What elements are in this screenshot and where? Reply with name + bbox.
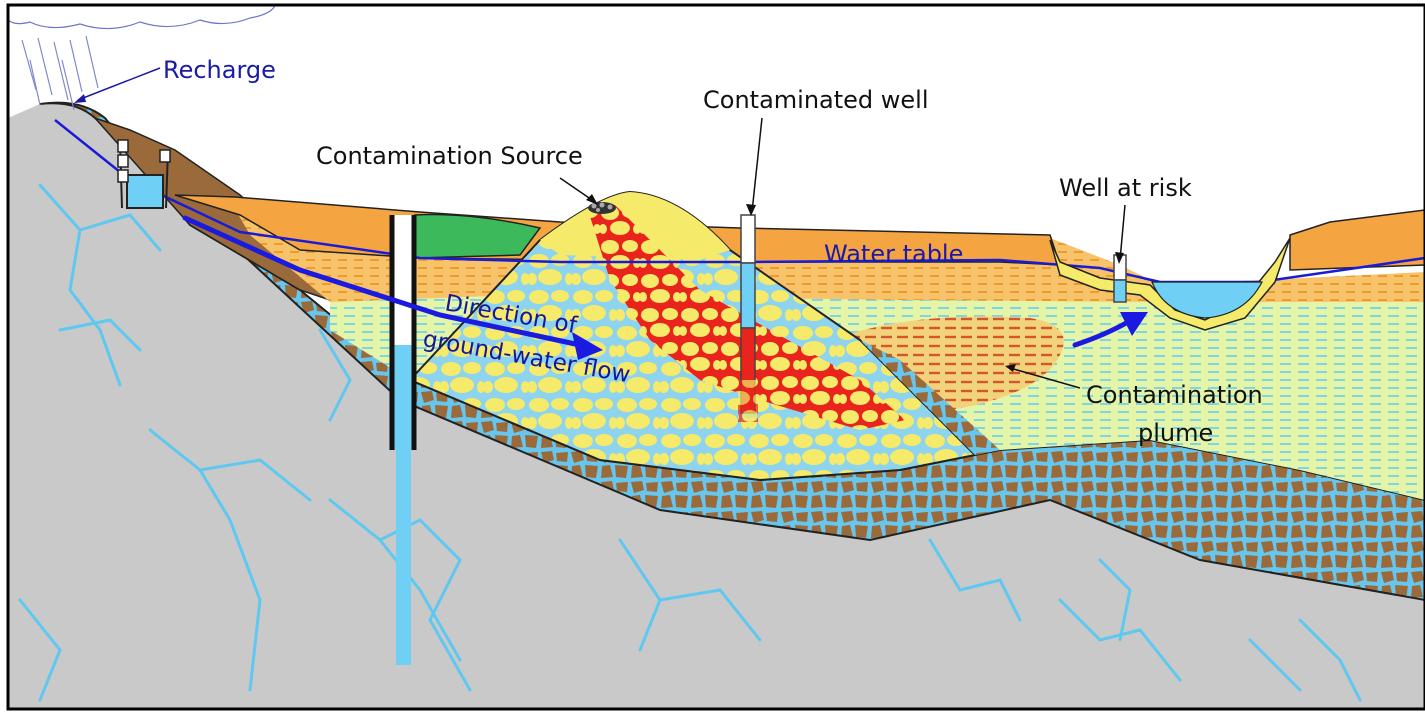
well-at-risk [1113, 254, 1127, 303]
flow-arrow-icon [182, 215, 603, 360]
deep-well [389, 215, 417, 665]
contaminated-well [738, 214, 758, 422]
label-contamination-source: Contamination Source [316, 142, 583, 170]
label-recharge: Recharge [163, 56, 276, 84]
cross-section: Recharge Contamination Source Contaminat… [8, 5, 1425, 709]
label-plume-line2: plume [1138, 419, 1213, 447]
grass-patch [414, 213, 542, 259]
river-channel [1049, 237, 1291, 331]
contamination-source-marker [588, 202, 616, 214]
label-contaminated-well: Contaminated well [703, 86, 929, 114]
label-water-table: Water table [824, 240, 963, 268]
diagram-frame [6, 3, 1425, 711]
recharge-pit [117, 139, 171, 209]
topsoil-layer-right [1289, 209, 1425, 271]
label-pointers [74, 67, 1126, 389]
label-plume-line1: Contamination [1086, 381, 1263, 409]
label-well-at-risk: Well at risk [1059, 174, 1192, 202]
river-water [1151, 281, 1263, 319]
hill-right-slope [860, 340, 1000, 455]
discharge-arrow-icon [1072, 312, 1148, 348]
rain-cloud-icon [8, 5, 276, 111]
bedrock-layer [8, 102, 1425, 709]
